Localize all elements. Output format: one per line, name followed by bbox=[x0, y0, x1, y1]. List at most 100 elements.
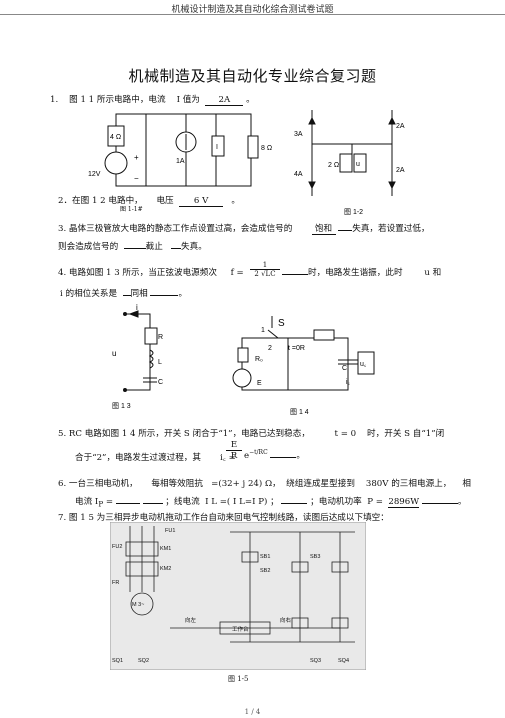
q1-text: 图 1 1 所示电路中，电流 bbox=[69, 95, 166, 105]
question-3-line-1: 3. 晶体三极管放大电路的静态工作点设置过高，会造成信号的 饱和 失真，若设置过… bbox=[58, 222, 430, 235]
q3-text-2: 失真，若设置过低， bbox=[352, 224, 430, 234]
fig11-src-a: 1A bbox=[176, 158, 185, 165]
fig15-label-12: 向左 bbox=[185, 616, 197, 624]
q6-power-value: 2896W bbox=[388, 497, 420, 508]
fig15-label-6: SB2 bbox=[260, 568, 270, 574]
page-header: 机械设计制造及其自动化综合测试卷试题 bbox=[171, 5, 334, 15]
q2-var: 电压 bbox=[156, 196, 174, 206]
q5-t0: t = 0 bbox=[334, 429, 357, 439]
fig11-minus: − bbox=[134, 174, 139, 183]
fig14-Ro: R₀ bbox=[255, 356, 263, 363]
q6-il-eq: I L=I P) bbox=[233, 497, 268, 507]
q4-text: 4. 电路如图 1 3 所示，当正弦波电源频次 bbox=[58, 268, 217, 278]
figure-1-4: S 1 2 t =0R R₀ E C u꜀ i꜀ 图 1 4 bbox=[232, 316, 375, 416]
q4-tail: 。 bbox=[178, 289, 188, 299]
q1-number: 1. bbox=[50, 95, 59, 105]
fig15-label-15: M 3~ bbox=[132, 602, 144, 608]
fig14-s2: 2 bbox=[268, 345, 272, 352]
q1-tail: 。 bbox=[246, 95, 255, 105]
fig12-u: u bbox=[356, 161, 360, 168]
fig11-src-i: I bbox=[216, 144, 218, 151]
q4-numerator: 1 bbox=[250, 261, 280, 270]
q5-blank bbox=[270, 457, 297, 458]
fig12-r: 2 Ω bbox=[328, 162, 339, 169]
q4-blank-2 bbox=[150, 295, 179, 296]
q6-ip-label: 电流 I bbox=[75, 497, 99, 507]
header-divider bbox=[0, 14, 505, 15]
fig13-i: i bbox=[136, 303, 138, 312]
q3-blank-2 bbox=[123, 248, 146, 249]
fig11-src-v: 12V bbox=[88, 171, 101, 178]
q6-text-1: 6. 一台三相电动机， bbox=[58, 479, 138, 489]
q3-text-3: 则会造成信号的 bbox=[58, 242, 119, 252]
q6-il-label: ；线电流 bbox=[165, 497, 200, 507]
fig15-label-3: KM2 bbox=[160, 566, 171, 572]
question-5-line-2: 合于“2”，电路发生过渡过程，其 i꜀ = bbox=[75, 451, 236, 463]
q3-answer-1: 饱和 bbox=[311, 222, 336, 235]
q6-blank-4 bbox=[421, 503, 458, 504]
q5-power: −t/RC bbox=[249, 449, 268, 457]
fig11-r1: 4 Ω bbox=[110, 134, 121, 141]
question-1: 1. 图 1 1 所示电路中，电流 I 值为 2A 。 bbox=[50, 93, 255, 106]
fig15-label-14: 工作台 bbox=[232, 625, 249, 633]
fig12-a4: 2A bbox=[396, 167, 405, 174]
fig14-s1: 1 bbox=[261, 327, 265, 334]
fig14-C: C bbox=[342, 365, 347, 372]
q4-text-2: i 的相位关系是 bbox=[60, 289, 118, 299]
q5-exp: e−t/RC 。 bbox=[244, 449, 305, 461]
question-2: 2．在图 1 2 电路中， 电压 6 V 。 bbox=[58, 194, 240, 207]
question-6-line-2: 电流 IP = ；线电流 I L =( I L=I P) ； ；电动机功率 P … bbox=[75, 495, 466, 509]
question-3-line-2: 则会造成信号的 截止 失真。 bbox=[58, 240, 207, 252]
fig14-E: E bbox=[257, 380, 262, 387]
q5-E: E bbox=[226, 440, 242, 451]
fig15-label-10: SQ3 bbox=[310, 658, 321, 664]
fig15-label-11: SQ4 bbox=[338, 658, 349, 664]
fig12-a3: 4A bbox=[294, 171, 303, 178]
q2-text: 2．在图 1 2 电路中， bbox=[58, 196, 143, 206]
fig12-a1: 3A bbox=[294, 131, 303, 138]
fig15-label-13: 向右 bbox=[280, 616, 292, 624]
figure-1-2: 3A 2A 4A 2A 2 Ω u 图 1-2 bbox=[294, 110, 405, 216]
q4-fraction: 1 2 √LC bbox=[250, 261, 280, 278]
q5-text-1: 5. RC 电路如图 1 4 所示，开关 S 闭合于“1”，电路已达到稳态， bbox=[58, 429, 310, 439]
fig11-plus: + bbox=[134, 153, 139, 162]
fig15-label-7: SB3 bbox=[310, 554, 320, 560]
q5-text-3: 合于“2”，电路发生过渡过程，其 bbox=[75, 453, 201, 463]
fig15-label-2: KM1 bbox=[160, 546, 171, 552]
q6-text-4: 相 bbox=[462, 479, 471, 489]
q4-u-and: u 和 bbox=[424, 268, 442, 278]
question-6-line-1: 6. 一台三相电动机， 每相等效阻抗 =(32+ j 24) Ω， 绕组连成星型… bbox=[58, 477, 471, 489]
question-5-line-1: 5. RC 电路如图 1 4 所示，开关 S 闭合于“1”，电路已达到稳态， t… bbox=[58, 427, 444, 439]
q6-eq: = bbox=[105, 497, 114, 507]
q6-sym: =( bbox=[219, 497, 231, 507]
q3-answer-2: 截止 bbox=[145, 242, 163, 252]
q4-denominator: 2 √LC bbox=[254, 270, 276, 278]
q6-semi: ； bbox=[270, 497, 279, 507]
q3-text-1: 3. 晶体三极管放大电路的静态工作点设置过高，会造成信号的 bbox=[58, 224, 293, 234]
fig13-caption: 图 1 3 bbox=[112, 402, 131, 410]
figure-1-1: 4 Ω 8 Ω I 1A 12V + − bbox=[88, 113, 272, 187]
q6-tail: 。 bbox=[457, 497, 467, 507]
q1-answer: 2A bbox=[205, 95, 244, 106]
q6-power-label: ；电动机功率 bbox=[310, 497, 362, 507]
q4-answer: 同相 bbox=[130, 289, 148, 299]
page-title: 机械制造及其自动化专业综合复习题 bbox=[128, 67, 377, 85]
fig13-L: L bbox=[158, 359, 162, 366]
q4-blank-0 bbox=[282, 274, 308, 275]
fig14-S: S bbox=[278, 318, 285, 329]
q3-blank bbox=[338, 230, 353, 231]
fig14-ic: i꜀ bbox=[346, 379, 351, 386]
q6-blank-2 bbox=[142, 503, 163, 504]
fig15-label-0: FU1 bbox=[165, 528, 175, 534]
fig15-caption: 图 1-5 bbox=[228, 675, 249, 683]
figure-1-3: i u R L C 图 1 3 bbox=[112, 303, 163, 410]
q6-il: I L bbox=[205, 497, 217, 507]
q6-p: P bbox=[98, 499, 104, 509]
fig15-label-5: SB1 bbox=[260, 554, 270, 560]
q6-text-3: 绕组连成星型接到 bbox=[286, 479, 355, 489]
q5-text-2: 时，开关 S 自“1”闭 bbox=[367, 429, 445, 439]
q3-blank-3 bbox=[171, 248, 182, 249]
fig12-caption: 图 1-2 bbox=[344, 208, 363, 216]
fig13-C: C bbox=[158, 379, 163, 386]
fig15-label-9: SQ2 bbox=[138, 658, 149, 664]
